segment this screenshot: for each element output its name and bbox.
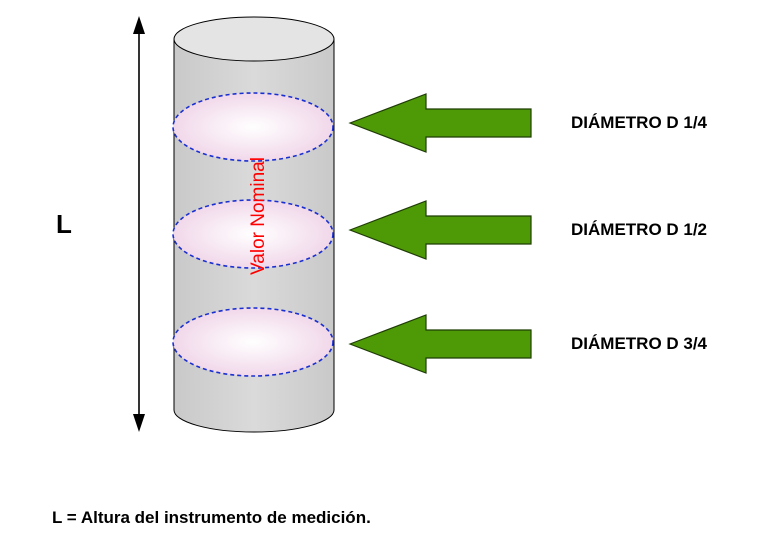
- section-d-1-2: [172, 199, 334, 269]
- section-d-1-4: [172, 92, 334, 162]
- diameter-label-3-4: DIÁMETRO D 3/4: [571, 334, 708, 353]
- diameter-label-1-2: DIÁMETRO D 1/2: [571, 220, 707, 239]
- length-label: L: [56, 209, 72, 239]
- diameter-label-1-4: DIÁMETRO D 1/4: [571, 113, 708, 132]
- arrow-d-3-4: [348, 314, 532, 374]
- cylinder-top: [173, 16, 335, 62]
- arrow-d-1-4: [348, 93, 532, 153]
- section-d-3-4: [172, 307, 334, 377]
- nominal-value-label: Valor Nominal: [248, 157, 269, 275]
- arrow-d-1-2: [348, 200, 532, 260]
- footnote: L = Altura del instrumento de medición.: [52, 508, 371, 527]
- length-arrow: [133, 16, 145, 432]
